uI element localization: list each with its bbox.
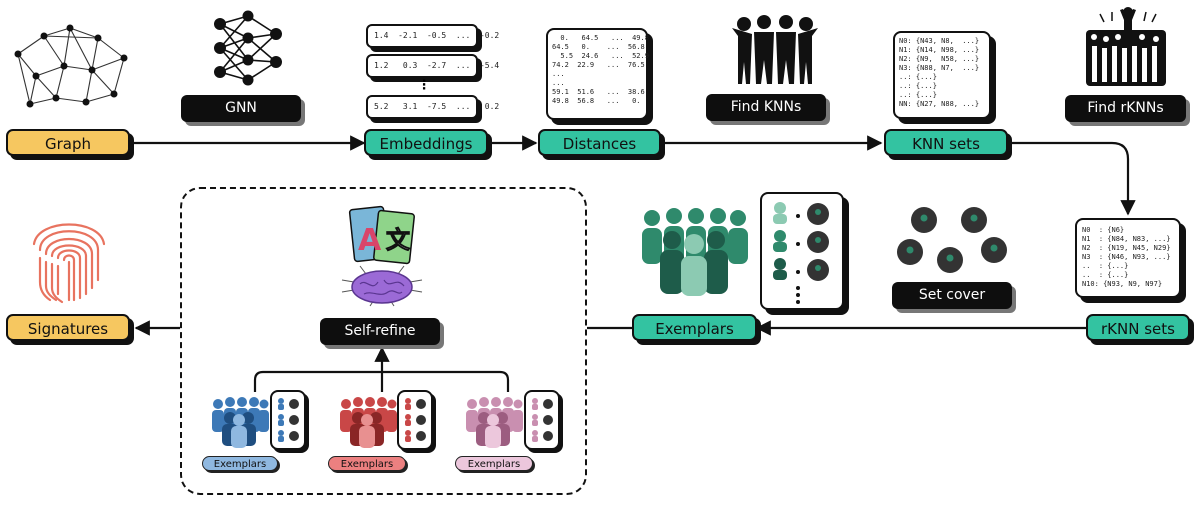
rknn-line: .. : {...} [1082, 262, 1129, 270]
rknn-sets-card: N0 : {N6} N1 : {N84, N83, ...} N2 : {N19… [1075, 218, 1181, 298]
embedding-row-3: 5.2 3.1 -7.5 ... 0.2 [366, 95, 499, 119]
distance-line: ... [552, 79, 565, 87]
arrow-exemplars-to-selfrefine [253, 348, 510, 392]
knn-line: N0: {N43, N8, ...} [899, 37, 980, 45]
find-rknns-label: Find rKNNs [1065, 95, 1186, 122]
exemplars-label: Exemplars [632, 314, 757, 341]
exemplar-crowd-icon [340, 397, 397, 448]
distance-line: 49.8 56.8 ... 0. [552, 97, 641, 105]
rknn-line: N1 : {N84, N83, ...} [1082, 235, 1171, 243]
exemplar-card-red [397, 390, 433, 450]
svg-text:A: A [358, 223, 382, 258]
embedding-ellipsis: ⋮ [417, 78, 431, 93]
embedding-row-2: 1.2 0.3 -2.7 ... -5.4 [366, 54, 499, 78]
neural-net-icon [214, 10, 282, 86]
exemplar-crowd-icon [642, 208, 748, 296]
crowd-cheer-icon [1086, 7, 1166, 86]
knn-line: ..: {...} [899, 82, 937, 90]
people-group-icon [732, 15, 818, 84]
exemplars-chip-red: Exemplars [328, 456, 406, 471]
knn-line: ..: {...} [899, 91, 937, 99]
distance-line: 59.1 51.6 ... 38.6 [552, 88, 645, 96]
exemplar-card-green [760, 192, 844, 310]
knn-line: ..: {...} [899, 73, 937, 81]
exemplar-card-pink [524, 390, 560, 450]
self-refine-panel [180, 187, 587, 495]
rknn-line: N10: {N93, N9, N97} [1082, 280, 1163, 288]
set-cover-label: Set cover [892, 282, 1012, 309]
graph-network-icon [14, 24, 128, 108]
fingerprint-icon [32, 223, 106, 304]
translate-icon: A 文 [348, 205, 415, 265]
distance-line: 5.5 24.6 ... 52.9 [552, 52, 649, 60]
embedding-row-1: 1.4 -2.1 -0.5 ... -0.2 [366, 24, 499, 48]
exemplar-crowd-icon [212, 397, 269, 448]
knn-line: NN: {N27, N88, ...} [899, 100, 980, 108]
distance-line: 0. 64.5 ... 49.8 [552, 34, 649, 42]
distance-matrix-card: 0. 64.5 ... 49.8 64.5 0. ... 56.8 5.5 24… [546, 28, 649, 120]
exemplar-card-blue [270, 390, 306, 450]
knn-sets-label: KNN sets [884, 129, 1008, 156]
gnn-label: GNN [181, 95, 301, 122]
exemplar-crowd-icon [466, 397, 523, 448]
knn-line: N3: {N88, N7, ...} [899, 64, 980, 72]
signatures-label: Signatures [6, 314, 130, 341]
exemplars-chip-pink: Exemplars [455, 456, 533, 471]
arrow-knn-to-rknn [1008, 141, 1136, 216]
rknn-line: N0 : {N6} [1082, 226, 1125, 234]
rknn-line: .. : {...} [1082, 271, 1129, 279]
knn-line: N1: {N14, N98, ...} [899, 46, 980, 54]
distance-line: ... [552, 70, 565, 78]
set-cover-clusters-icon [897, 207, 1007, 273]
self-refine-label: Self-refine [320, 318, 440, 345]
distance-line: 74.2 22.9 ... 76.5 [552, 61, 645, 69]
exemplars-chip-blue: Exemplars [202, 456, 278, 471]
knn-line: N2: {N9, N58, ...} [899, 55, 980, 63]
distance-line: 64.5 0. ... 56.8 [552, 43, 645, 51]
embeddings-label: Embeddings [364, 129, 488, 156]
distances-label: Distances [538, 129, 661, 156]
svg-text:文: 文 [386, 226, 411, 254]
rknn-line: N3 : {N46, N93, ...} [1082, 253, 1171, 261]
knn-sets-card: N0: {N43, N8, ...} N1: {N14, N98, ...} N… [893, 31, 991, 119]
brain-chip-icon [341, 265, 423, 307]
rknn-line: N2 : {N19, N45, N29} [1082, 244, 1171, 252]
graph-label: Graph [6, 129, 130, 156]
rknn-sets-label: rKNN sets [1086, 314, 1190, 341]
find-knns-label: Find KNNs [706, 94, 826, 121]
